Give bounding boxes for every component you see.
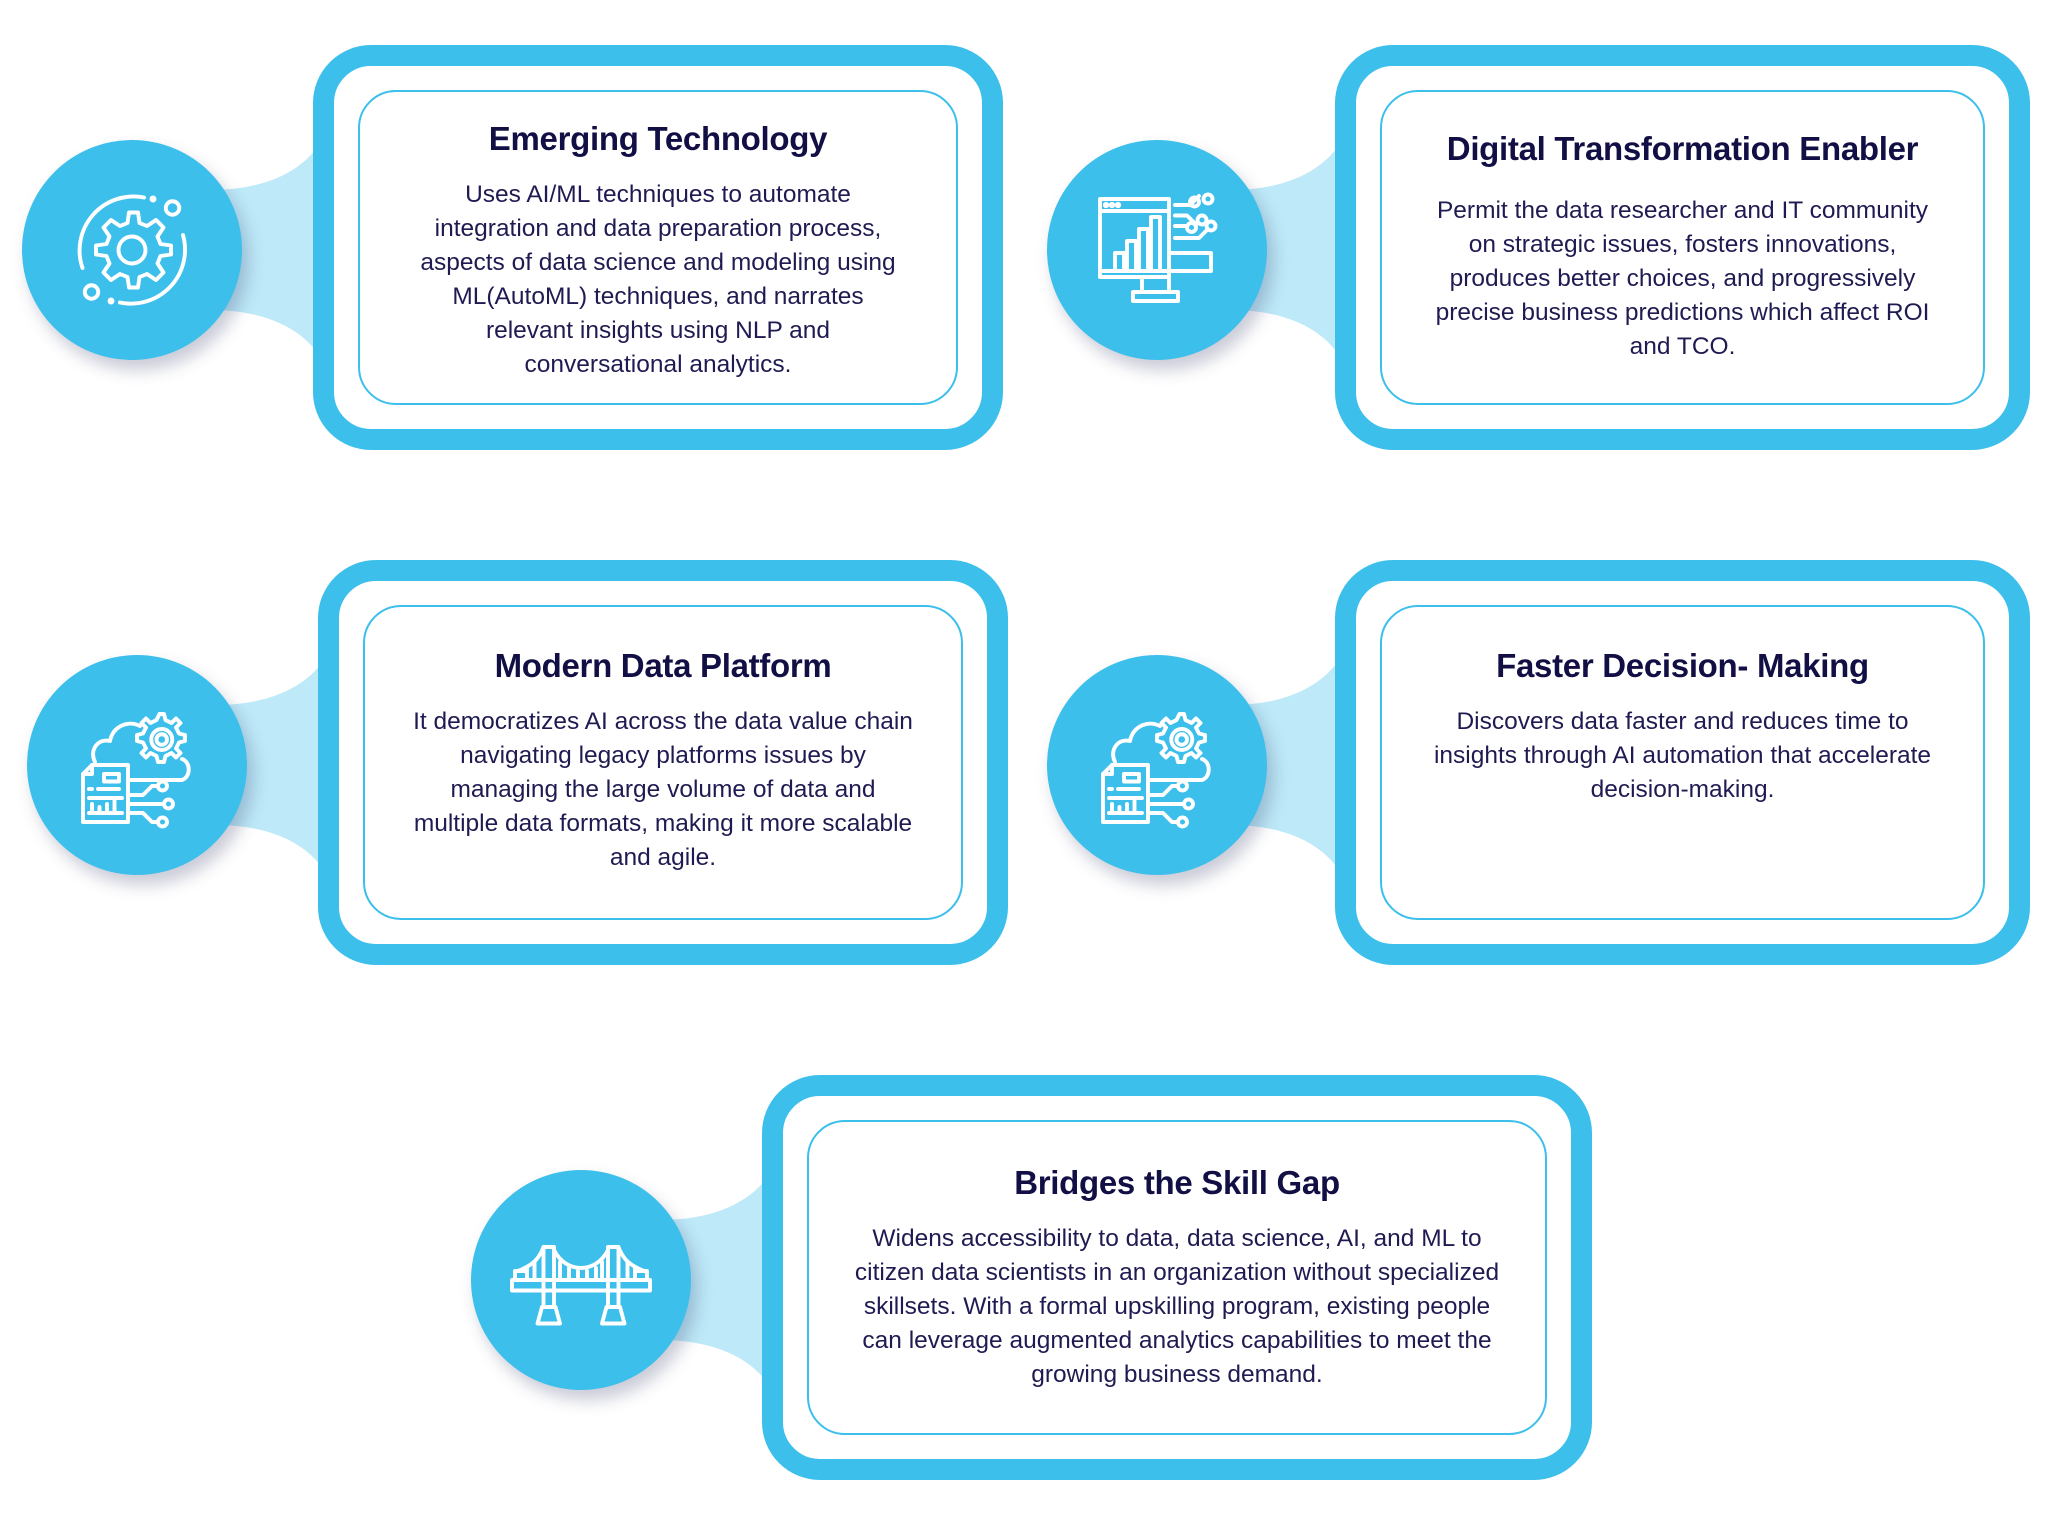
card-description: Widens accessibility to data, data scien…	[854, 1225, 1500, 1388]
card-title: Faster Decision- Making	[1496, 647, 1869, 684]
card-description: Permit the data researcher and IT commun…	[1435, 197, 1930, 360]
monitor-analytics-circuit-icon	[1098, 192, 1218, 303]
icon-circle	[27, 655, 247, 875]
card-inner: Digital Transformation Enabler Permit th…	[1380, 90, 1985, 405]
card-frame: Bridges the Skill Gap Widens accessibili…	[762, 1075, 1592, 1480]
card-inner: Faster Decision- Making Discovers data f…	[1380, 605, 1985, 920]
card-description: Uses AI/ML techniques to automate integr…	[420, 181, 896, 378]
card-frame: Modern Data Platform It democratizes AI …	[318, 560, 1008, 965]
card-title: Emerging Technology	[488, 120, 828, 157]
card-inner: Bridges the Skill Gap Widens accessibili…	[807, 1120, 1547, 1435]
icon-circle	[22, 140, 242, 360]
card-frame: Faster Decision- Making Discovers data f…	[1335, 560, 2030, 965]
cloud-gear-document-icon	[81, 712, 191, 829]
icon-circle	[1047, 655, 1267, 875]
card-title: Bridges the Skill Gap	[1014, 1164, 1340, 1201]
card-inner: Modern Data Platform It democratizes AI …	[363, 605, 963, 920]
cloud-gear-document-icon	[1101, 712, 1211, 829]
gear-orbit-icon	[77, 194, 187, 306]
icon-circle	[1047, 140, 1267, 360]
card-title: Digital Transformation Enabler	[1446, 130, 1919, 167]
card-frame: Digital Transformation Enabler Permit th…	[1335, 45, 2030, 450]
card-title: Modern Data Platform	[494, 647, 832, 684]
icon-circle	[471, 1170, 691, 1390]
card-frame: Emerging Technology Uses AI/ML technique…	[313, 45, 1003, 450]
card-description: Discovers data faster and reduces time t…	[1433, 708, 1932, 803]
card-inner: Emerging Technology Uses AI/ML technique…	[358, 90, 958, 405]
card-description: It democratizes AI across the data value…	[413, 708, 913, 871]
bridge-icon	[510, 1245, 652, 1326]
